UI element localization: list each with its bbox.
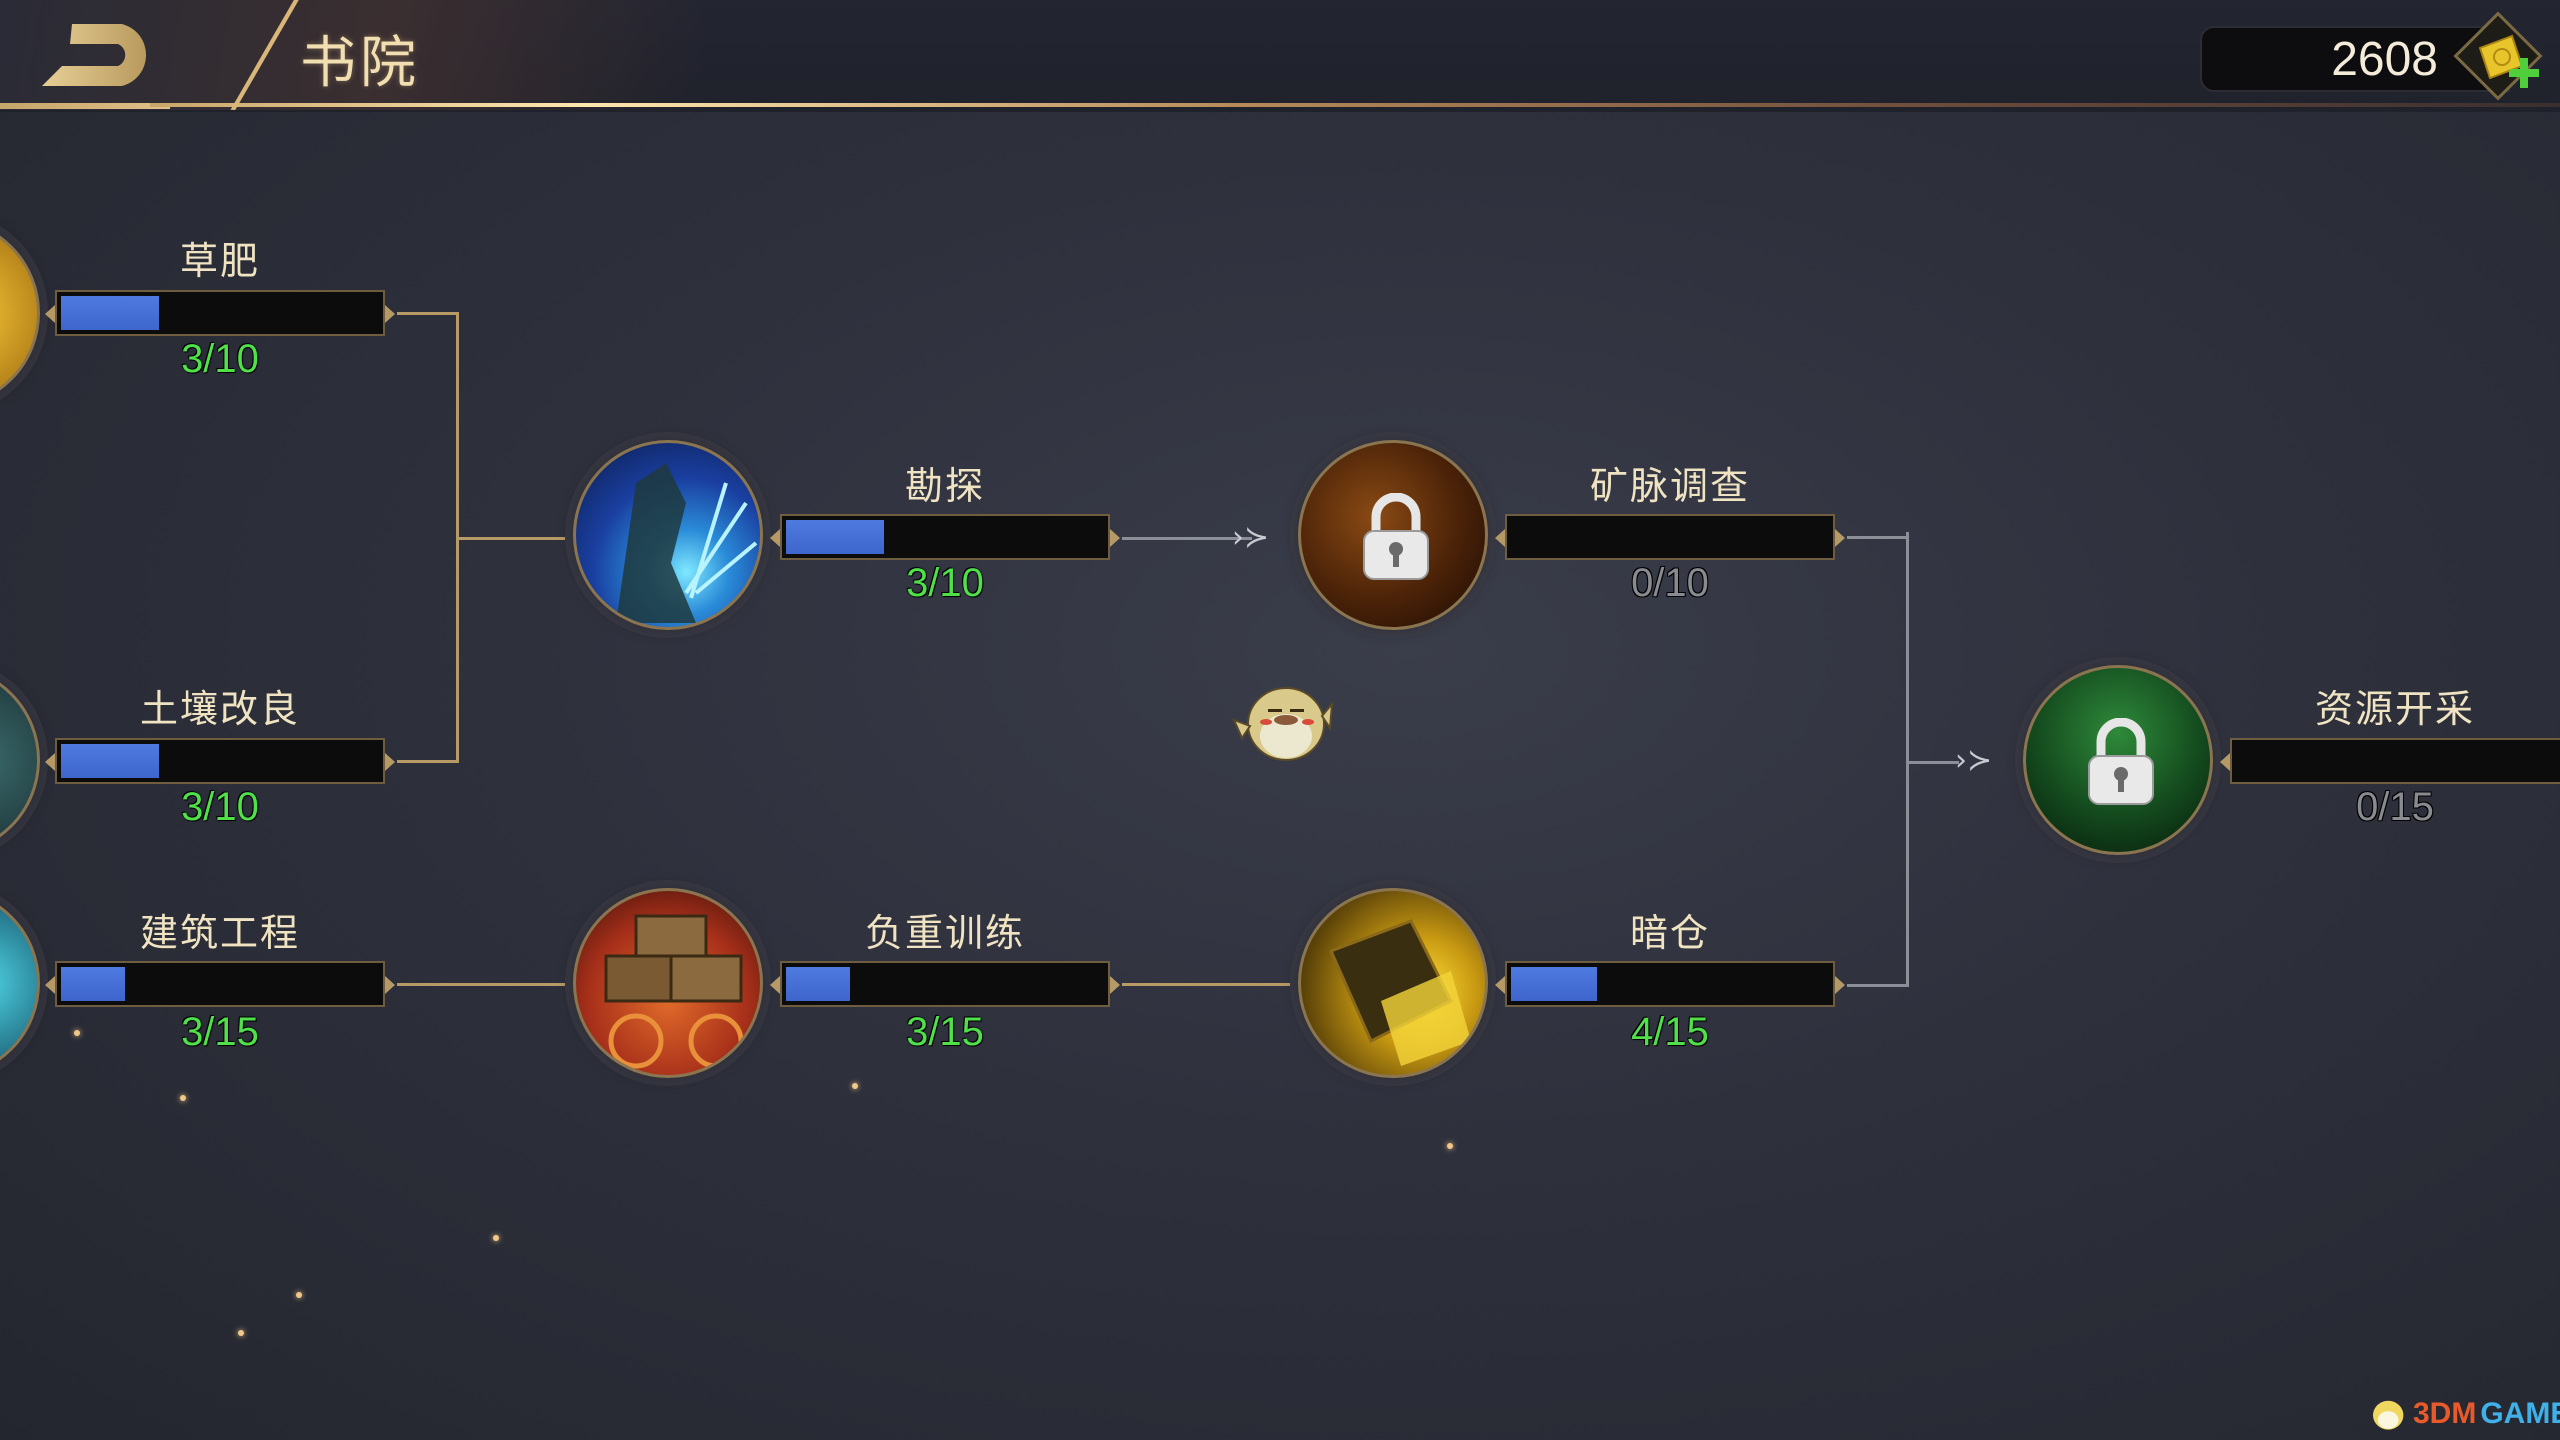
node-count: 0/15 (2356, 785, 2434, 829)
progress-bar (45, 290, 395, 336)
bar-tip-left-icon (45, 753, 55, 771)
bar-tip-left-icon (2220, 753, 2230, 771)
connector-kuangmai (1847, 536, 1907, 539)
connector-fuzhong-ancang (1122, 983, 1290, 986)
node-title: 负重训练 (864, 911, 1025, 955)
node-title: 矿脉调查 (1589, 464, 1750, 508)
sparkle (1447, 1143, 1453, 1149)
add-currency-button[interactable] (2450, 8, 2550, 108)
node-count: 3/10 (906, 561, 984, 605)
partial-node-icon-top[interactable] (0, 218, 40, 408)
bar-tip-right-icon (1110, 976, 1120, 994)
node-title: 土壤改良 (139, 687, 300, 731)
header-divider-left (0, 103, 170, 109)
node-count: 3/10 (181, 785, 259, 829)
bar-tip-right-icon (385, 753, 395, 771)
progress-bar (770, 514, 1120, 560)
bar-tip-right-icon (1835, 529, 1845, 547)
resource-mining-icon[interactable] (2023, 665, 2213, 855)
bar-tip-left-icon (1495, 529, 1505, 547)
connector-kantan-kuangmai (1122, 537, 1252, 540)
sparkle (74, 1030, 80, 1036)
watermark: 3DMGAME (2365, 1392, 2560, 1436)
node-count: 3/10 (181, 337, 259, 381)
node-count: 3/15 (906, 1010, 984, 1054)
back-arrow-icon (42, 24, 147, 86)
bar-tip-left-icon (770, 976, 780, 994)
connector-bracket-right (1906, 532, 1909, 987)
progress-bar (2220, 738, 2560, 784)
progress-fill (786, 520, 884, 554)
node-count: 4/15 (1631, 1010, 1709, 1054)
currency-value: 2608 (2331, 33, 2438, 86)
connector-caofei (397, 312, 459, 315)
connector-turang (397, 760, 459, 763)
top-bar: 书院 2608 (0, 0, 2560, 112)
progress-fill (61, 744, 159, 778)
connector-bracket-left (456, 312, 459, 763)
connector-to-kantan (459, 537, 565, 540)
progress-bar (45, 738, 395, 784)
ore-vein-survey-icon[interactable] (1298, 440, 1488, 630)
load-training-icon[interactable] (573, 888, 763, 1078)
bar-tip-right-icon (1835, 976, 1845, 994)
progress-bar (1495, 514, 1845, 560)
partial-node-icon-bottom[interactable] (0, 888, 40, 1078)
watermark-text-3dm: 3DM (2413, 1397, 2477, 1430)
bar-tip-right-icon (385, 976, 395, 994)
lock-icon (1363, 493, 1429, 580)
sparkle (296, 1292, 302, 1298)
page-title: 书院 (300, 31, 420, 96)
node-title: 资源开采 (2314, 687, 2475, 731)
lock-icon (2088, 718, 2154, 805)
node-count: 0/10 (1631, 561, 1709, 605)
sparkle (238, 1330, 244, 1336)
gold-ticket-plus-icon (2453, 11, 2543, 101)
progress-fill (61, 296, 159, 330)
node-title: 草肥 (179, 239, 260, 283)
progress-fill (61, 967, 125, 1001)
partial-node-icon-mid[interactable] (0, 665, 40, 855)
bar-tip-right-icon (385, 305, 395, 323)
bar-tip-left-icon (45, 305, 55, 323)
progress-fill (786, 967, 850, 1001)
mascot-chick-icon (1232, 687, 1334, 761)
connector-to-ziyuan (1909, 761, 1959, 764)
header-banner (0, 0, 700, 110)
prospecting-icon[interactable] (573, 440, 763, 630)
bar-tip-left-icon (1495, 976, 1505, 994)
sparkle (493, 1235, 499, 1241)
node-count: 3/15 (181, 1010, 259, 1054)
back-button[interactable] (40, 20, 160, 90)
hidden-storage-icon[interactable] (1298, 888, 1488, 1078)
arrow-chevron-icon: ›≻ (1232, 520, 1270, 555)
watermark-chick-icon (2373, 1400, 2404, 1430)
bar-tip-left-icon (45, 976, 55, 994)
watermark-text-game: GAME (2480, 1397, 2560, 1430)
progress-fill (1511, 967, 1597, 1001)
bar-tip-right-icon (1110, 529, 1120, 547)
arrow-chevron-icon: ›≻ (1955, 743, 1993, 778)
connector-ancang (1847, 984, 1907, 987)
node-title: 暗仓 (1629, 911, 1710, 955)
node-title: 建筑工程 (139, 911, 300, 955)
bar-tip-left-icon (770, 529, 780, 547)
connector-jianzhu-fuzhong (397, 983, 565, 986)
sparkle (180, 1095, 186, 1101)
progress-bar (45, 961, 395, 1007)
progress-bar (1495, 961, 1845, 1007)
node-title: 勘探 (904, 464, 985, 508)
sparkle (852, 1083, 858, 1089)
progress-bar (770, 961, 1120, 1007)
header-divider (150, 103, 2560, 107)
